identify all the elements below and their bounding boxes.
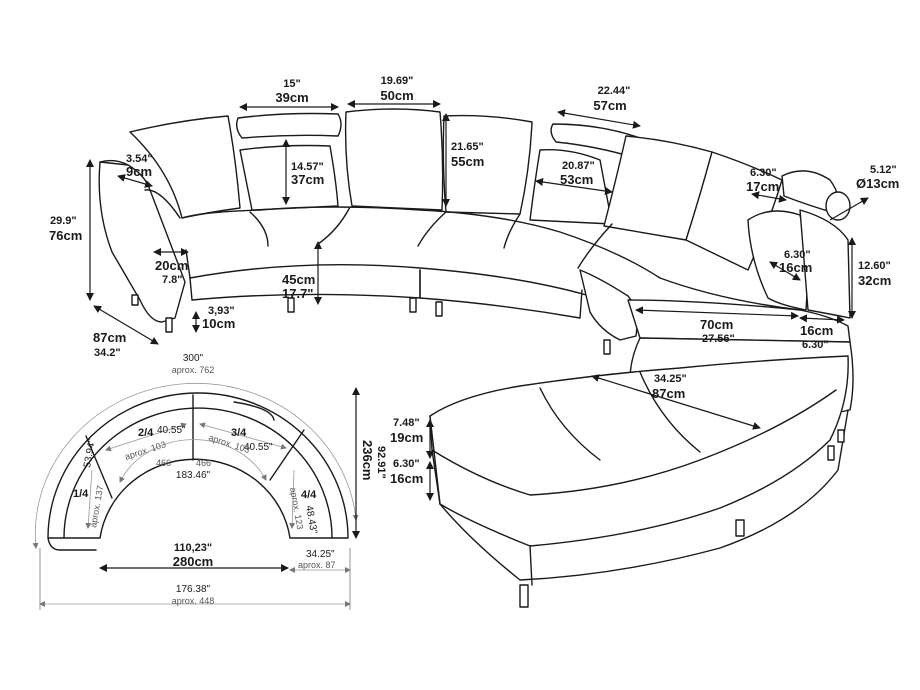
leg-height-cm: 10cm [202, 316, 235, 331]
headrest-height-cm: 37cm [291, 172, 324, 187]
seat-height-cm: 45cm [282, 272, 315, 287]
total-height-in: 29.9" [50, 215, 77, 227]
seat-mark-right: 466 [196, 458, 211, 468]
headrest-1 [235, 112, 342, 139]
section1-label: 1/4 [73, 488, 89, 500]
seat-height-in: 17.7" [282, 286, 313, 301]
headrest3-width-in: 6.30" [750, 167, 777, 179]
sofa-dimensions: 15" 39cm 19.69" 50cm 21.65" 55cm 14.57" … [49, 75, 899, 501]
back-pillow-center [344, 108, 444, 211]
sofa-legs [131, 294, 845, 608]
ottoman-cushion-cm: 19cm [390, 430, 423, 445]
depth-cm: 87cm [93, 330, 126, 345]
depth-in: 34.2" [94, 347, 121, 359]
headrest2-width-cm: 53cm [560, 172, 593, 187]
sofa-illustration [98, 108, 854, 608]
plan-outer-arc-cm: aprox. 762 [172, 365, 215, 375]
headrest2-width-in: 20.87" [562, 160, 595, 172]
top-view-plan: 300" aprox. 762 1/4 53.94" aprox. 137 2/… [32, 353, 387, 610]
chaise-width-in: 34.25" [654, 373, 687, 385]
headrest3-width-cm: 17cm [746, 179, 779, 194]
section1-in: 53.94" [82, 438, 98, 468]
ottoman-cushion-in: 7.48" [393, 417, 420, 429]
section2-label: 2/4 [138, 427, 154, 439]
armrest-width-cm: 9cm [126, 164, 152, 179]
total-width-in: 176.38" [176, 584, 211, 595]
plan-height-cm: 236cm [360, 440, 375, 480]
chaise-depth-cm: 70cm [700, 317, 733, 332]
pillow2-height-cm: 55cm [451, 154, 484, 169]
headrest-height-in: 14.57" [291, 161, 324, 173]
bolster-diameter-cm: Ø13cm [856, 176, 899, 191]
section4-label: 4/4 [301, 489, 317, 501]
section3-in: 40.55" [244, 442, 273, 453]
small-pillow-cm: 16cm [779, 260, 812, 275]
pillow2-width-cm: 50cm [380, 88, 413, 103]
total-width-cm: aprox. 448 [172, 596, 215, 606]
small-pillow-in: 6.30" [784, 249, 811, 261]
back-height-in: 12.60" [858, 260, 891, 272]
pillow1-width-cm: 39cm [275, 90, 308, 105]
plan-inner-arc-in: 183.46" [176, 470, 211, 481]
total-height-cm: 76cm [49, 228, 82, 243]
arm-inner-in: 7.8" [162, 274, 183, 286]
seat-mark-left: 466 [156, 458, 171, 468]
back-height-cm: 32cm [858, 273, 891, 288]
armrest-width-in: 3.54" [126, 153, 153, 165]
section4-in: 48.43" [303, 505, 319, 535]
leg-height-in: 3,93" [208, 305, 235, 317]
section3-label: 3/4 [231, 427, 247, 439]
pillow2-width-in: 19.69" [381, 75, 414, 87]
chaise-depth-in: 27.56" [702, 333, 735, 345]
inner-diameter-cm: 280cm [173, 554, 213, 569]
end-depth-in: 34.25" [306, 549, 335, 560]
chaise-offset-cm: 16cm [800, 323, 833, 338]
plan-outer-arc-in: 300" [183, 353, 204, 364]
end-depth-cm: aprox. 87 [298, 560, 336, 570]
seat-front-edge [181, 206, 801, 311]
plan-height-in: 92.91" [375, 446, 387, 479]
chaise-width-cm: 87cm [652, 386, 685, 401]
pillow3-width-cm: 57cm [593, 98, 626, 113]
chaise-lounge [579, 269, 638, 341]
back-pillow-left [129, 115, 241, 219]
inner-diameter-in: 110,23" [174, 542, 212, 554]
ottoman-base-in: 6.30" [393, 458, 420, 470]
bolster-diameter-in: 5.12" [870, 164, 897, 176]
chaise-offset-in: 6.30" [802, 339, 829, 351]
section2-in: 40.55" [157, 425, 186, 436]
pillow1-width-in: 15" [283, 78, 300, 90]
pillow3-width-in: 22.44" [598, 85, 631, 97]
ottoman-base-cm: 16cm [390, 471, 423, 486]
arm-inner-cm: 20cm [155, 258, 188, 273]
pillow2-height-in: 21.65" [451, 141, 484, 153]
